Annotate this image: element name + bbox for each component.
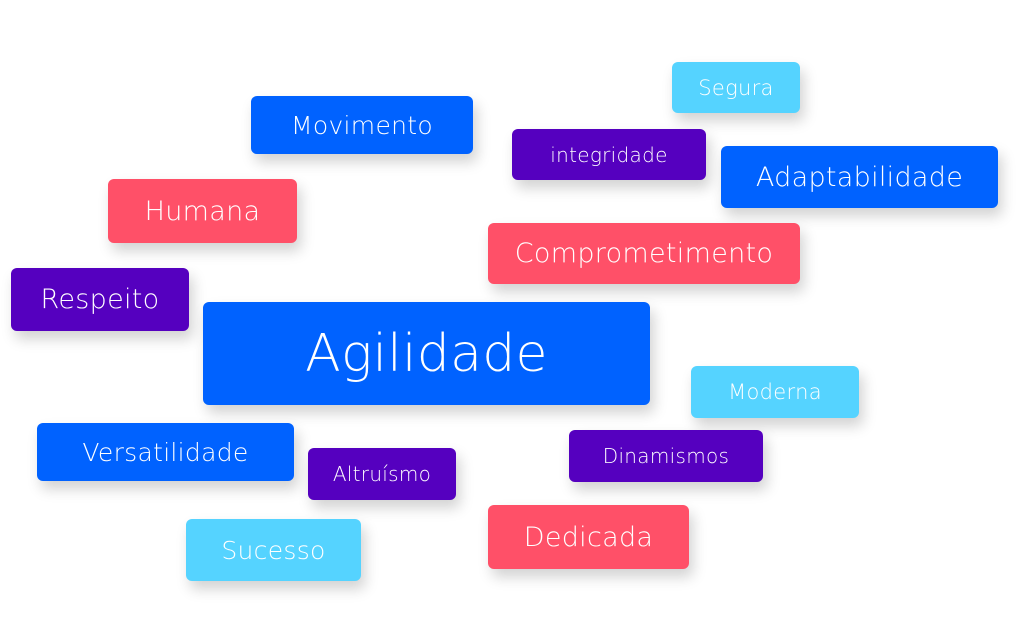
tag-adaptabilidade[interactable]: Adaptabilidade <box>721 146 998 208</box>
tag-comprometimento[interactable]: Comprometimento <box>488 223 800 284</box>
tag-sucesso[interactable]: Sucesso <box>186 519 361 581</box>
tag-humana[interactable]: Humana <box>108 179 297 243</box>
tag-respeito[interactable]: Respeito <box>11 268 189 331</box>
tag-integridade[interactable]: integridade <box>512 129 706 180</box>
tag-movimento[interactable]: Movimento <box>251 96 473 154</box>
tag-dedicada[interactable]: Dedicada <box>488 505 689 569</box>
tag-segura[interactable]: Segura <box>672 62 800 113</box>
tag-versatilidade[interactable]: Versatilidade <box>37 423 294 481</box>
tag-altruismo[interactable]: Altruísmo <box>308 448 456 500</box>
tag-agilidade[interactable]: Agilidade <box>203 302 650 405</box>
tag-moderna[interactable]: Moderna <box>691 366 859 418</box>
tag-dinamismos[interactable]: Dinamismos <box>569 430 763 482</box>
